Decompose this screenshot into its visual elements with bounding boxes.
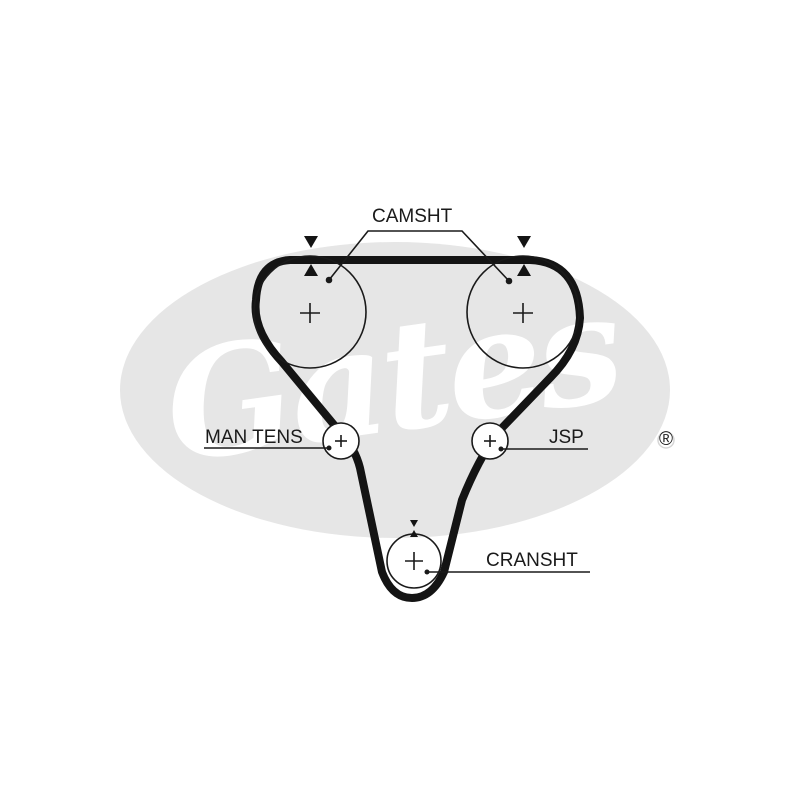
camshaft-callout <box>325 230 513 285</box>
jackshaft-pulley <box>471 422 588 460</box>
label-crankshaft: CRANSHT <box>486 550 578 571</box>
timing-mark-icon-left <box>304 236 318 276</box>
manual-tensioner-pulley <box>204 422 360 460</box>
registered-mark: ® <box>659 429 673 450</box>
crankshaft-pulley <box>386 520 590 589</box>
label-jackshaft: JSP <box>549 427 584 448</box>
camshaft-pulley-left <box>253 255 367 369</box>
registered-mark-circle <box>657 431 675 449</box>
timing-belt <box>251 256 584 602</box>
label-manual-tensioner: MAN TENS <box>205 427 303 448</box>
label-camshaft: CAMSHT <box>372 206 453 227</box>
timing-mark-icon-right <box>517 236 531 276</box>
camshaft-pulley-right <box>466 255 580 369</box>
crank-timing-mark-icon <box>410 520 418 527</box>
gates-logo-watermark: Gates ® <box>120 242 675 538</box>
